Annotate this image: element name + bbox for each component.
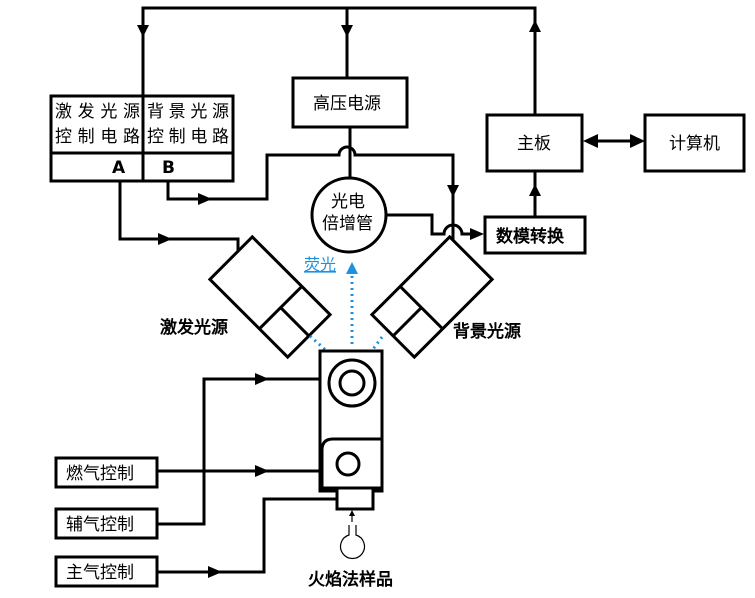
arrow-to-adc xyxy=(470,228,484,240)
main-gas-control: 主气控制 xyxy=(54,555,159,588)
arrow-aux-gas xyxy=(255,373,269,385)
adc-block: 数模转换 xyxy=(483,215,587,255)
fuel-gas-control: 燃气控制 xyxy=(54,456,159,489)
sample-flask-icon xyxy=(339,510,366,560)
fluorescence-arrow xyxy=(346,262,358,274)
arrow-left-mainboard xyxy=(583,134,598,148)
arrow-up-mainboard xyxy=(529,20,541,32)
top-bus-line xyxy=(141,6,537,115)
aux-gas-control: 辅气控制 xyxy=(54,507,159,540)
fluorescence-label: 荧光 xyxy=(304,255,336,274)
arrow-down-bg-source xyxy=(447,185,459,197)
hv-supply-block: 高压电源 xyxy=(291,76,409,129)
arrow-port-b xyxy=(198,193,212,205)
pmt-label-2: 倍增管 xyxy=(322,214,373,234)
aux-gas-line xyxy=(157,377,320,526)
background-source-label: 背景光源 xyxy=(453,321,521,342)
port-b-label: B xyxy=(162,158,175,178)
pmt-to-adc-line xyxy=(386,213,472,236)
hv-supply-label: 高压电源 xyxy=(313,94,381,114)
port-a-line xyxy=(118,181,240,252)
main-gas-label: 主气控制 xyxy=(66,563,134,583)
arrow-main-gas xyxy=(208,566,222,578)
excitation-control-circuit: 激发光源 控制电路 A xyxy=(49,94,145,183)
arrow-fuel-gas xyxy=(255,465,269,477)
background-control-circuit: 背景光源 控制电路 B xyxy=(141,94,235,183)
arrow-up-adc xyxy=(529,184,541,196)
arrow-right-computer xyxy=(630,134,645,148)
pmt-label-1: 光电 xyxy=(331,192,365,212)
mainboard-block: 主板 xyxy=(485,113,584,173)
computer-block: 计算机 xyxy=(643,113,746,173)
background-source xyxy=(369,234,495,360)
port-b-line xyxy=(166,145,455,240)
arrow-down-hv xyxy=(341,25,353,37)
fuel-gas-label: 燃气控制 xyxy=(66,464,134,484)
mainboard-label: 主板 xyxy=(517,134,551,154)
aux-gas-label: 辅气控制 xyxy=(66,515,134,535)
port-a-label: A xyxy=(112,158,126,178)
computer-label: 计算机 xyxy=(669,134,720,154)
excitation-source xyxy=(207,234,333,360)
adc-label: 数模转换 xyxy=(496,226,565,247)
flame-atomizer xyxy=(318,349,384,511)
arrow-port-a xyxy=(158,233,172,245)
main-gas-line xyxy=(157,497,337,574)
excitation-source-label: 激发光源 xyxy=(160,317,228,338)
arrow-down-ctrl xyxy=(137,25,149,37)
flame-sample-label: 火焰法样品 xyxy=(308,569,393,590)
photomultiplier-tube: 光电 倍增管 xyxy=(310,176,388,254)
